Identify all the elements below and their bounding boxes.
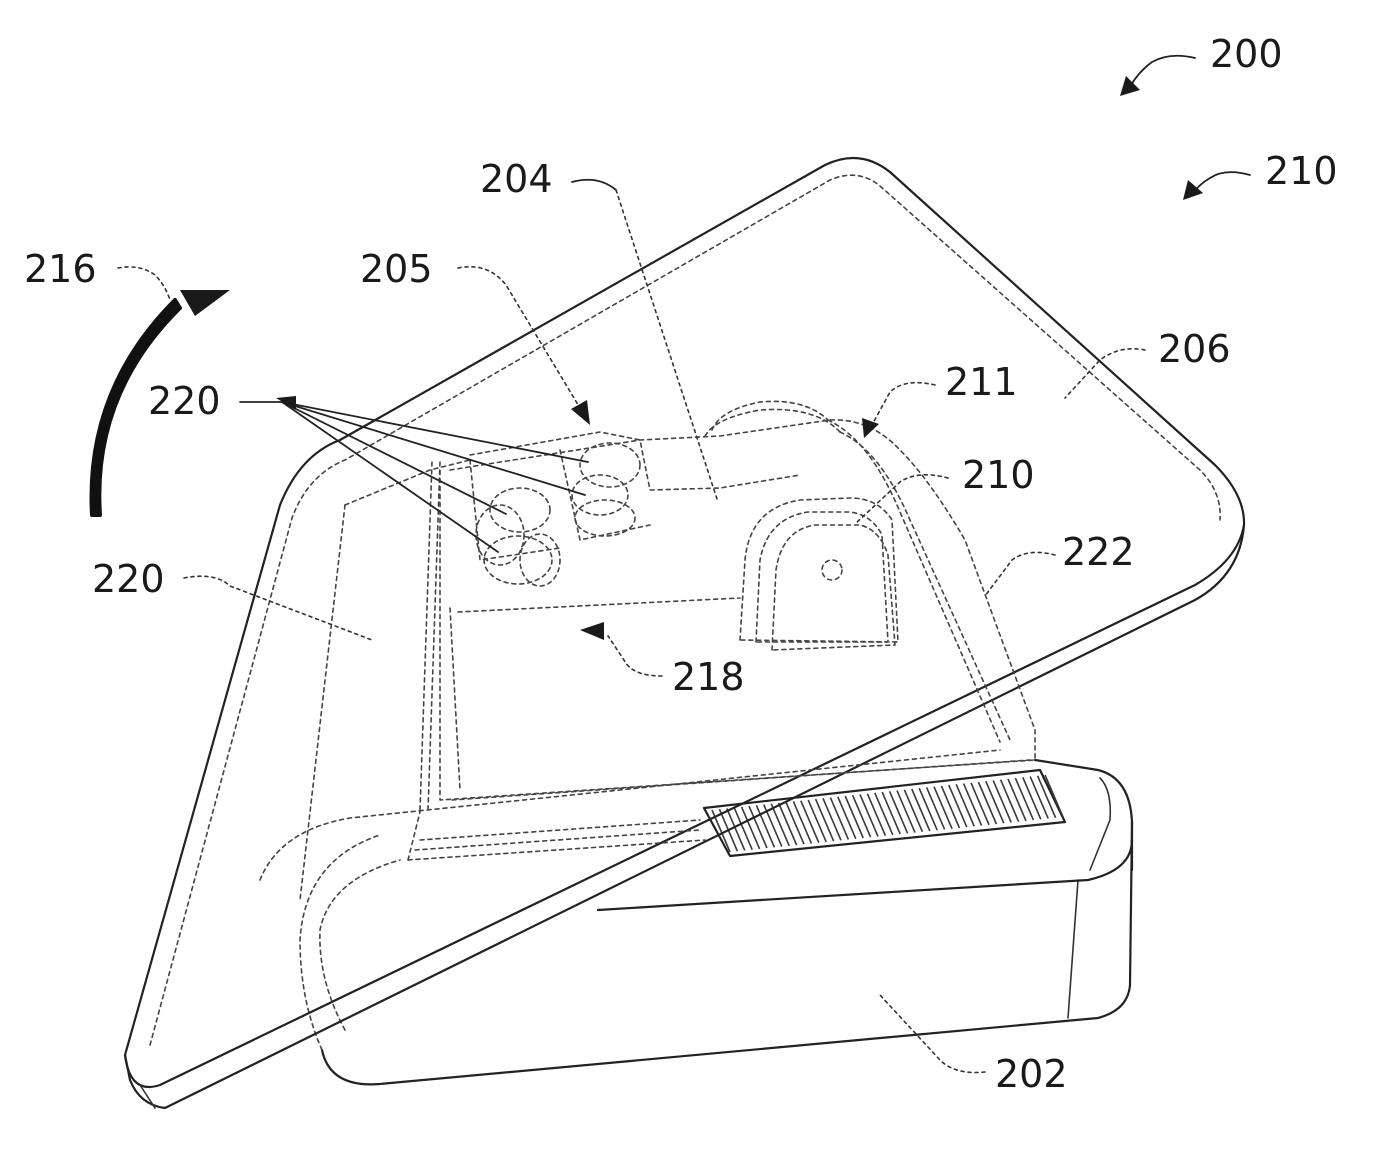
grip-tooth bbox=[934, 787, 952, 829]
grip-tooth bbox=[845, 796, 863, 838]
grip-tooth bbox=[816, 799, 834, 841]
grip-tooth bbox=[956, 784, 974, 826]
grip-tooth bbox=[823, 798, 841, 840]
grip-tooth bbox=[993, 780, 1011, 822]
ref-222: 222 bbox=[1062, 530, 1135, 574]
base-housing bbox=[300, 760, 1132, 1084]
grip-tooth bbox=[1008, 779, 1026, 821]
grip-tooth bbox=[1015, 778, 1033, 820]
grip-tooth bbox=[742, 807, 760, 849]
grip-tooth bbox=[978, 782, 996, 824]
grip-tooth bbox=[1001, 780, 1019, 822]
grip-tooth bbox=[941, 786, 959, 828]
grip-tooth bbox=[875, 793, 893, 835]
grip-tooth bbox=[860, 794, 878, 836]
ref-210-lower: 210 bbox=[962, 453, 1035, 497]
grip-tooth bbox=[830, 798, 848, 840]
grip-tooth bbox=[912, 789, 930, 831]
ref-210-upper: 210 bbox=[1265, 149, 1338, 193]
grip-tooth bbox=[904, 790, 922, 832]
grip-tooth bbox=[1045, 775, 1063, 817]
grip-tooth bbox=[882, 792, 900, 834]
ref-205: 205 bbox=[360, 247, 433, 291]
grip-tooth bbox=[949, 785, 967, 827]
reference-labels: 200 210 204 216 205 206 220 211 210 220 … bbox=[24, 32, 1338, 1096]
grip-tooth bbox=[986, 781, 1004, 823]
ridged-grip bbox=[704, 770, 1065, 856]
button-cylinders bbox=[476, 443, 640, 586]
ref-216: 216 bbox=[24, 247, 97, 291]
ref-206: 206 bbox=[1158, 327, 1231, 371]
grip-tooth bbox=[964, 784, 982, 826]
grip-tooth bbox=[808, 800, 826, 842]
grip-tooth bbox=[853, 795, 871, 837]
ref-218: 218 bbox=[672, 655, 745, 699]
grip-tooth bbox=[897, 791, 915, 833]
grip-tooth bbox=[786, 802, 804, 844]
grip-tooth bbox=[838, 797, 856, 839]
grip-tooth bbox=[734, 808, 752, 850]
grip-tooth bbox=[1023, 777, 1041, 819]
grip-tooth bbox=[801, 801, 819, 843]
grip-tooth bbox=[771, 804, 789, 846]
grip-tooth bbox=[867, 794, 885, 836]
grip-tooth bbox=[793, 801, 811, 843]
grip-tooth bbox=[971, 783, 989, 825]
grip-tooth bbox=[927, 787, 945, 829]
ref-220-upper: 220 bbox=[148, 379, 221, 423]
latch-tab bbox=[740, 498, 898, 650]
grip-tooth bbox=[890, 791, 908, 833]
grip-tooth bbox=[919, 788, 937, 830]
ref-220-lower: 220 bbox=[92, 557, 165, 601]
ref-202: 202 bbox=[995, 1052, 1068, 1096]
ref-200: 200 bbox=[1210, 32, 1283, 76]
ref-211: 211 bbox=[945, 360, 1018, 404]
grip-tooth bbox=[779, 803, 797, 845]
lid-cover bbox=[125, 158, 1244, 1108]
ref-204: 204 bbox=[480, 157, 553, 201]
